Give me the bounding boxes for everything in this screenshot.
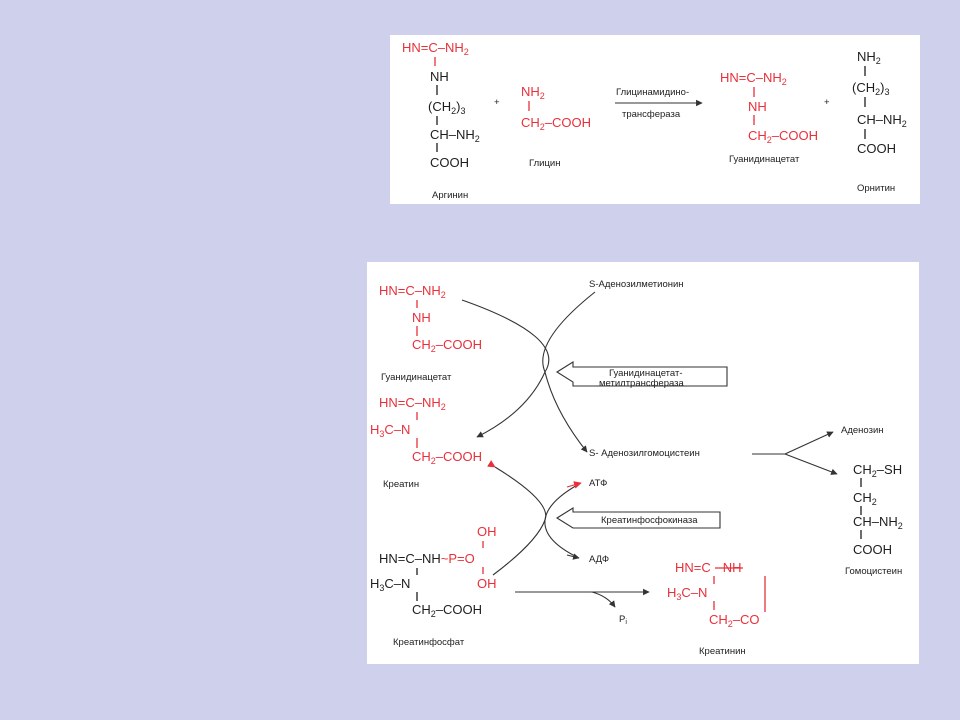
guanidinoacetate-nh: NH xyxy=(748,99,767,114)
creatine-methyl-n: H3C–N xyxy=(370,422,410,439)
atp-arrowhead xyxy=(566,481,582,489)
arginine-guanidino: HN=C–NH2 xyxy=(402,40,469,57)
ornithine-cooh: COOH xyxy=(857,141,896,156)
adenosine-label: Аденозин xyxy=(841,425,884,436)
glycine-label: Глицин xyxy=(529,158,560,169)
phosphate-oh-bottom: OH xyxy=(477,576,497,591)
creatine-phosphate-methyl-n: H3C–N xyxy=(370,576,410,593)
guanidinoacetate-guanidino: HN=C–NH2 xyxy=(720,70,787,87)
arginine-ch-nh2: CH–NH2 xyxy=(430,127,480,144)
homocysteine-ch-nh2: CH–NH2 xyxy=(853,514,903,531)
creatine-kinase-box: Креатинфосфокиназа xyxy=(555,507,721,529)
ornithine-nh2: NH2 xyxy=(857,49,881,66)
glycine-ch2-cooh: CH2–COOH xyxy=(521,115,591,132)
creatinine-ch2-co: CH2–CO xyxy=(709,612,760,629)
enzyme-gat-line2: трансфераза xyxy=(622,109,681,120)
adp-arrowhead xyxy=(566,553,580,560)
gamt-line1: Гуанидинацетат- xyxy=(609,368,683,379)
sah-label: S- Аденозилгомоцистеин xyxy=(589,448,700,459)
guanidinoacetate-label: Гуанидинацетат xyxy=(729,154,800,165)
sam-label: S-Аденозилметионин xyxy=(589,279,684,290)
reaction-diagram-top: HN=C–NH2 NH (CH2)3 CH–NH2 COOH Аргинин +… xyxy=(402,40,907,201)
adp-label: АДФ xyxy=(589,554,609,565)
homocysteine-label: Гомоцистеин xyxy=(845,566,902,577)
guanidinoacetate-nh: NH xyxy=(412,310,431,325)
arginine-label: Аргинин xyxy=(432,190,468,201)
atp-label: АТФ xyxy=(589,478,607,489)
homocysteine-arrow xyxy=(784,453,838,475)
guanidinoacetate-structure-2: HN=C–NH2 NH CH2–COOH Гуанидинацетат xyxy=(379,283,482,383)
enzyme-arrow-shape xyxy=(555,507,721,529)
homocysteine-ch2-sh: CH2–SH xyxy=(853,462,902,479)
glycine-nh2: NH2 xyxy=(521,84,545,101)
enzyme-arrow-shape xyxy=(555,361,728,387)
phosphate-oh-top: OH xyxy=(477,524,497,539)
enzyme-gat-line1: Глицинамидино- xyxy=(616,87,689,98)
creatinine-methyl-n: H3C–N xyxy=(667,585,707,602)
ck-label: Креатинфосфокиназа xyxy=(601,515,698,526)
gamt-enzyme-box: Гуанидинацетат- метилтрансфераза xyxy=(555,361,728,389)
guanidinoacetate-label: Гуанидинацетат xyxy=(381,372,452,383)
creatine-structure: HN=C–NH2 H3C–N CH2–COOH Креатин xyxy=(370,395,482,490)
atp-adp-arc xyxy=(544,483,580,558)
creatine-guanidino: HN=C–NH2 xyxy=(379,395,446,412)
arginine-structure: HN=C–NH2 NH (CH2)3 CH–NH2 COOH Аргинин xyxy=(402,40,480,201)
pi-label: Pi xyxy=(619,614,627,626)
reaction-diagram-bottom: HN=C–NH2 NH CH2–COOH Гуанидинацетат S-Ад… xyxy=(370,279,903,657)
guanidinoacetate-ch2-cooh: CH2–COOH xyxy=(748,128,818,145)
arginine-cooh: COOH xyxy=(430,155,469,170)
ornithine-ch2-chain: (CH2)3 xyxy=(852,80,889,97)
arginine-ch2-chain: (CH2)3 xyxy=(428,99,465,116)
homocysteine-cooh: COOH xyxy=(853,542,892,557)
adenosine-arrow xyxy=(784,431,834,455)
creatine-phosphate-ch2-cooh: CH2–COOH xyxy=(412,602,482,619)
reaction-panel-top: HN=C–NH2 NH (CH2)3 CH–NH2 COOH Аргинин +… xyxy=(390,35,920,204)
glycine-structure: NH2 CH2–COOH Глицин xyxy=(521,84,591,169)
phosphorylation-arc xyxy=(487,460,547,576)
guanidinoacetate-ch2-cooh: CH2–COOH xyxy=(412,337,482,354)
creatine-phosphate-guanidino: HN=C–NH~P=O xyxy=(379,551,475,566)
guanidinoacetate-guanidino: HN=C–NH2 xyxy=(379,283,446,300)
creatine-ch2-cooh: CH2–COOH xyxy=(412,449,482,466)
creatine-phosphate-label: Креатинфосфат xyxy=(393,637,465,648)
ornithine-structure: NH2 (CH2)3 CH–NH2 COOH Орнитин xyxy=(852,49,907,194)
ornithine-label: Орнитин xyxy=(857,183,895,194)
guanidinoacetate-structure: HN=C–NH2 NH CH2–COOH Гуанидинацетат xyxy=(720,70,818,165)
plus-sign-2: + xyxy=(824,97,830,108)
creatine-phosphate-structure: OH HN=C–NH~P=O OH H3C–N CH2–COOH Креатин… xyxy=(370,524,497,648)
arginine-nh: NH xyxy=(430,69,449,84)
creatinine-label: Креатинин xyxy=(699,646,746,657)
homocysteine-ch2: CH2 xyxy=(853,490,877,507)
pi-release-arrow xyxy=(591,591,616,608)
reaction-panel-bottom: HN=C–NH2 NH CH2–COOH Гуанидинацетат S-Ад… xyxy=(367,262,919,664)
ornithine-ch-nh2: CH–NH2 xyxy=(857,112,907,129)
methylation-arc-donor xyxy=(542,291,596,453)
plus-sign: + xyxy=(494,97,500,108)
creatine-label: Креатин xyxy=(383,479,419,490)
methylation-arc-substrate xyxy=(461,299,550,438)
homocysteine-structure: CH2–SH CH2 CH–NH2 COOH Гомоцистеин xyxy=(845,462,903,577)
gamt-line2: метилтрансфераза xyxy=(599,378,685,389)
